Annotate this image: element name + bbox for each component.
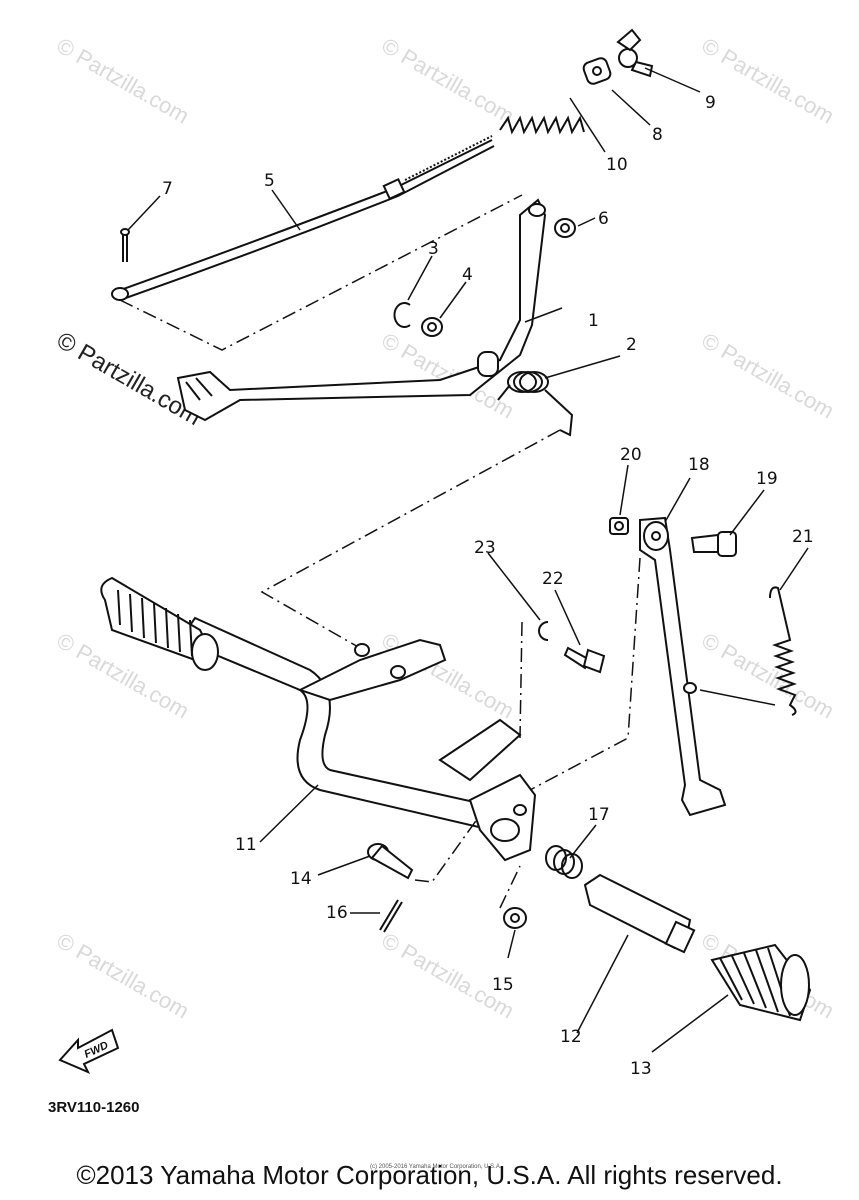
watermark: © Partzilla.com: [53, 33, 194, 129]
part-number-label: 17: [588, 805, 610, 825]
bolt-22: [563, 646, 606, 674]
part-number-label: 5: [264, 171, 275, 191]
brake-pedal: [176, 198, 547, 422]
clip-23: [538, 621, 549, 641]
small-notice: (c) 2005-2016 Yamaha Motor Corporation, …: [370, 1164, 502, 1170]
watermark: © Partzilla.com: [698, 33, 839, 129]
watermark: © Partzilla.com: [698, 628, 839, 724]
washer-15: [503, 907, 527, 929]
part-number-label: 14: [290, 869, 312, 889]
part-number-label: 22: [542, 569, 564, 589]
assembly-line: [414, 817, 479, 883]
assembly-line: [699, 689, 776, 706]
part-number-label: 1: [588, 311, 599, 331]
part-number-label: 10: [606, 155, 628, 175]
footrest-bar: [178, 616, 537, 862]
spring-17: [545, 845, 583, 879]
part-number-label: 20: [620, 445, 642, 465]
brake-rod: [111, 135, 495, 301]
part-number-labels: 1 2 3 4 5 6 7 8 9 10 11 12 13 14 15 16 1…: [162, 93, 814, 1079]
spring-2: [497, 371, 574, 437]
bolt-19: [690, 531, 737, 557]
part-number-label: 16: [326, 903, 348, 923]
nut-20: [609, 517, 629, 535]
assembly-line: [260, 429, 561, 649]
watermark: © Partzilla.com: [53, 928, 194, 1024]
spring-10: [499, 115, 585, 135]
diagram-code: 3RV110-1260: [48, 1099, 139, 1116]
part-number-label: 11: [235, 835, 257, 855]
washer-6: [554, 218, 576, 238]
footrest-shaft: [583, 873, 696, 954]
footrest-rubber-right: [710, 943, 812, 1022]
part-number-label: 15: [492, 975, 514, 995]
part-number-label: 13: [630, 1059, 652, 1079]
assembly-line: [499, 865, 521, 909]
part-number-label: 19: [756, 469, 778, 489]
part-number-label: 23: [474, 538, 496, 558]
leader-lines: [127, 67, 809, 1053]
wing-nut-9: [616, 28, 654, 78]
part-number-label: 3: [428, 239, 439, 259]
spring-21: [769, 586, 797, 716]
part-number-label: 21: [792, 527, 814, 547]
fwd-arrow: FWD: [58, 1028, 120, 1074]
assembly-line: [119, 194, 523, 351]
part-number-label: 8: [652, 125, 663, 145]
part-number-label: 2: [626, 335, 637, 355]
side-stand: [639, 516, 727, 817]
assembly-line: [529, 557, 641, 791]
assembly-line: [519, 621, 523, 739]
joint-8: [582, 57, 612, 85]
cotter-pin-16: [379, 899, 403, 933]
circlip-3: [393, 302, 411, 328]
part-number-label: 9: [705, 93, 716, 113]
part-number-label: 18: [688, 455, 710, 475]
watermark: © Partzilla.com: [698, 328, 839, 424]
pin-14: [367, 843, 414, 880]
part-number-label: 6: [598, 209, 609, 229]
copyright-notice: ©2013 Yamaha Motor Corporation, U.S.A. A…: [76, 1160, 783, 1190]
part-number-label: 12: [560, 1027, 582, 1047]
watermark: © Partzilla.com: [378, 33, 519, 129]
washer-4: [421, 317, 443, 337]
footrest-rubber-left: [100, 576, 219, 671]
part-number-label: 7: [162, 179, 173, 199]
watermark: © Partzilla.com: [378, 328, 519, 424]
cotter-pin-7: [120, 228, 130, 262]
part-number-label: 4: [462, 265, 473, 285]
